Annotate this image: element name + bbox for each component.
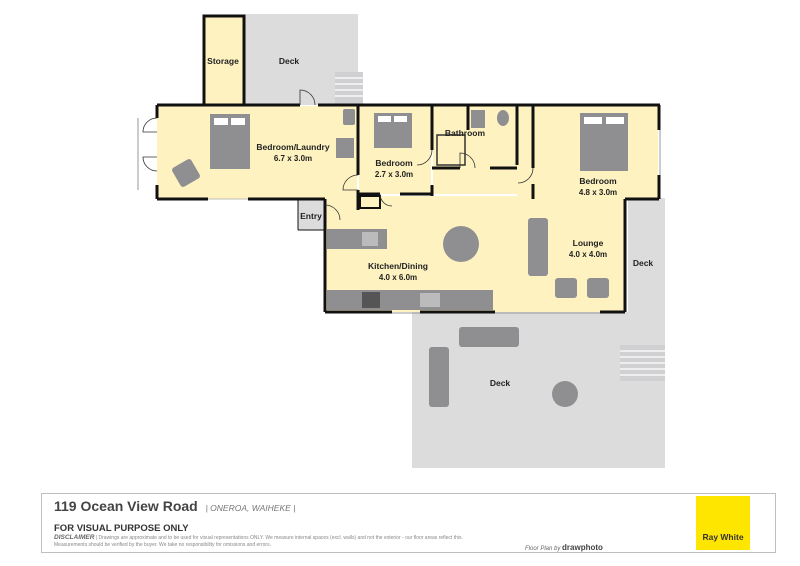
room-dims-kitchen-dining: 4.0 x 6.0m xyxy=(379,273,417,282)
street-address: 119 Ocean View Road xyxy=(54,498,198,514)
room-name-deck-top: Deck xyxy=(279,56,300,66)
pillow-icon xyxy=(231,118,245,125)
credit-prefix: Floor Plan by xyxy=(525,546,561,552)
outdoor-sofa-icon xyxy=(459,327,519,347)
address-heading: 119 Ocean View Road | ONEROA, WAIHEKE | xyxy=(54,498,295,514)
disclaimer-label: DISCLAIMER xyxy=(54,534,95,541)
floor-plan: Storage Deck Bedroom/Laundry 6.7 x 3.0m … xyxy=(137,14,665,468)
ray-white-logo: Ray White xyxy=(696,496,750,550)
room-labels: Storage Deck Bedroom/Laundry 6.7 x 3.0m … xyxy=(207,56,653,388)
dryer-icon xyxy=(343,109,355,125)
doors xyxy=(142,89,534,221)
room-name-lounge: Lounge xyxy=(573,238,604,248)
room-dims-bedroom-small: 2.7 x 3.0m xyxy=(375,170,413,179)
shower-icon xyxy=(436,134,466,166)
room-name-storage: Storage xyxy=(207,56,239,66)
room-name-bathroom: Bathroom xyxy=(445,128,486,138)
pillow-icon xyxy=(214,118,228,125)
listing-footer: 119 Ocean View Road | ONEROA, WAIHEKE | … xyxy=(41,493,776,553)
deck-areas xyxy=(245,14,665,468)
disclaimer-text: | Drawings are approximate and to be use… xyxy=(54,535,463,548)
vanity-icon xyxy=(471,110,485,128)
outdoor-table-icon xyxy=(552,381,578,407)
room-name-deck-right: Deck xyxy=(633,258,654,268)
room-dims-lounge: 4.0 x 4.0m xyxy=(569,250,607,259)
room-name-bedroom-laundry: Bedroom/Laundry xyxy=(256,142,329,152)
deck-stairs xyxy=(335,72,665,381)
pillow-icon xyxy=(584,117,602,124)
visual-purpose-note: FOR VISUAL PURPOSE ONLY xyxy=(54,523,189,534)
disclaimer: DISCLAIMER | Drawings are approximate an… xyxy=(54,534,474,548)
dining-table-icon xyxy=(443,226,479,262)
pillow-icon xyxy=(606,117,624,124)
hallway-area xyxy=(433,168,533,194)
entry-area xyxy=(298,200,325,230)
sink-icon xyxy=(362,232,378,246)
pillow-icon xyxy=(378,116,391,122)
room-name-kitchen-dining: Kitchen/Dining xyxy=(368,261,428,271)
armchair-icon xyxy=(172,159,200,187)
bedroom-laundry-area xyxy=(157,106,357,199)
washer-icon xyxy=(336,138,354,158)
deck-right-area xyxy=(628,198,665,382)
room-name-deck-bottom: Deck xyxy=(490,378,511,388)
deck-bottom-edge xyxy=(412,433,537,468)
room-name-entry: Entry xyxy=(300,211,322,221)
floor-plan-credit: Floor Plan by drawphoto xyxy=(525,543,603,552)
deck-bottom-area xyxy=(412,312,665,468)
logo-text: Ray White xyxy=(702,532,744,542)
armchair-icon xyxy=(555,278,577,298)
windows xyxy=(137,118,661,314)
toilet-icon xyxy=(497,110,509,126)
room-name-bedroom-small: Bedroom xyxy=(375,158,413,168)
kitchen-counter-icon xyxy=(327,290,493,310)
sofa-icon xyxy=(528,218,548,276)
room-name-bedroom-right: Bedroom xyxy=(579,176,617,186)
furniture xyxy=(172,109,628,407)
walls xyxy=(155,14,661,314)
pillow-icon xyxy=(394,116,407,122)
cooktop-icon xyxy=(362,292,380,308)
room-dims-bedroom-laundry: 6.7 x 3.0m xyxy=(274,154,312,163)
deck-top-area xyxy=(245,14,358,105)
outdoor-sofa-icon xyxy=(429,347,449,407)
suburb-location: | ONEROA, WAIHEKE | xyxy=(205,503,296,513)
storage-area xyxy=(204,16,244,105)
drawphoto-logo: drawphoto xyxy=(562,543,603,552)
armchair-icon xyxy=(587,278,609,298)
room-dims-bedroom-right: 4.8 x 3.0m xyxy=(579,188,617,197)
kitchen-sink-icon xyxy=(420,293,440,307)
